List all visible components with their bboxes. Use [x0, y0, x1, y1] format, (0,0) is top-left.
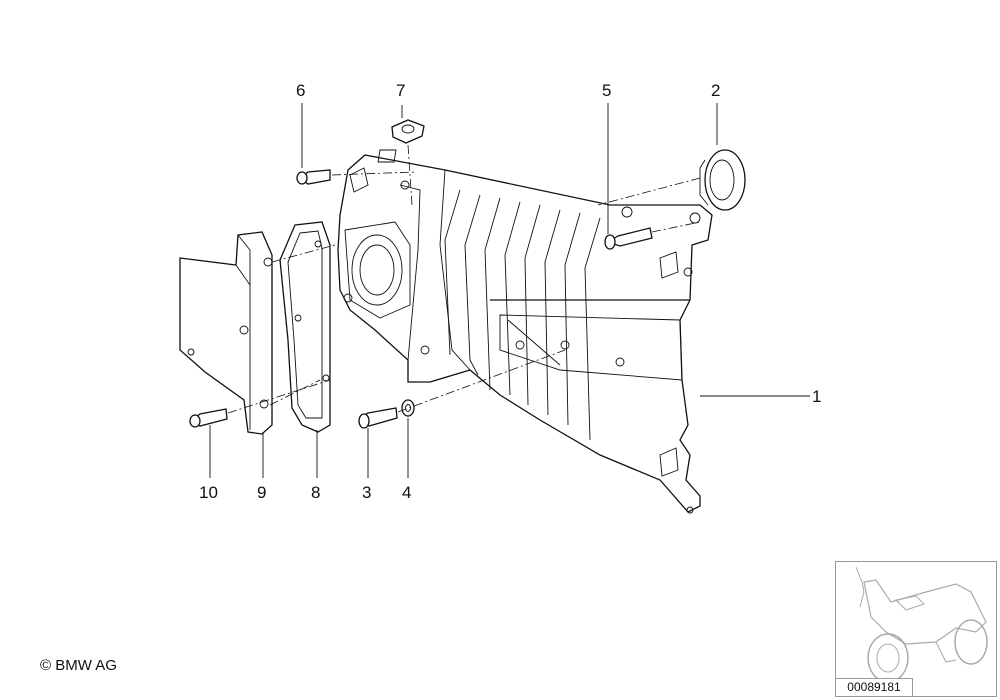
part-10-screw[interactable]: [189, 408, 228, 428]
part-9-cover-plate[interactable]: [179, 231, 273, 435]
callout-7: 7: [396, 81, 405, 100]
image-number: 00089181: [836, 678, 913, 696]
part-6-screw[interactable]: [296, 169, 331, 185]
callout-5: 5: [602, 81, 611, 100]
part-2-shaft-seal[interactable]: [699, 149, 746, 211]
callout-8: 8: [311, 483, 320, 502]
callout-9: 9: [257, 483, 266, 502]
copyright-text: © BMW AG: [40, 657, 117, 674]
vehicle-thumbnail: 00089181: [835, 561, 997, 697]
assembly-lines: [227, 144, 701, 414]
motorcycle-icon: [855, 566, 988, 683]
callout-10: 10: [199, 483, 218, 502]
part-7-grommet[interactable]: [391, 119, 425, 144]
callout-6: 6: [296, 81, 305, 100]
callout-3: 3: [362, 483, 371, 502]
callout-1: 1: [812, 387, 821, 406]
part-1-cover-housing[interactable]: [337, 149, 713, 514]
part-3-bolt[interactable]: [358, 407, 398, 429]
part-4-washer[interactable]: [401, 399, 415, 417]
part-5-bolt[interactable]: [604, 227, 653, 250]
callout-2: 2: [711, 81, 720, 100]
leader-lines: [209, 103, 810, 478]
callout-4: 4: [402, 483, 411, 502]
